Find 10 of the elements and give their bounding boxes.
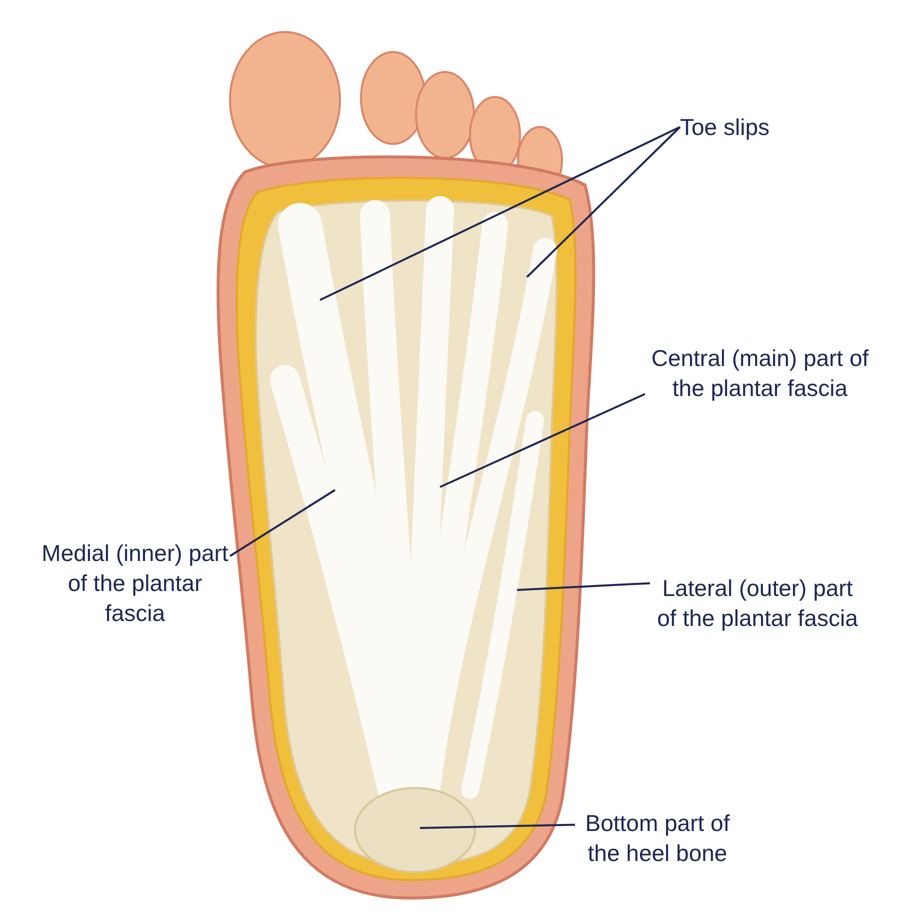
part-label: Central (main) part of the plantar fascia xyxy=(645,343,875,403)
leader-line xyxy=(440,393,646,488)
part-label: Medial (inner) part of the plantar fascia xyxy=(40,538,230,628)
part-label: Bottom part of the heel bone xyxy=(575,808,740,868)
leader-line xyxy=(516,582,650,591)
leader-line xyxy=(420,824,576,829)
part-label: Toe slips xyxy=(680,112,810,142)
leader-line xyxy=(526,126,681,278)
part-label: Lateral (outer) part of the plantar fascia xyxy=(650,573,865,633)
leader-line xyxy=(320,126,680,301)
